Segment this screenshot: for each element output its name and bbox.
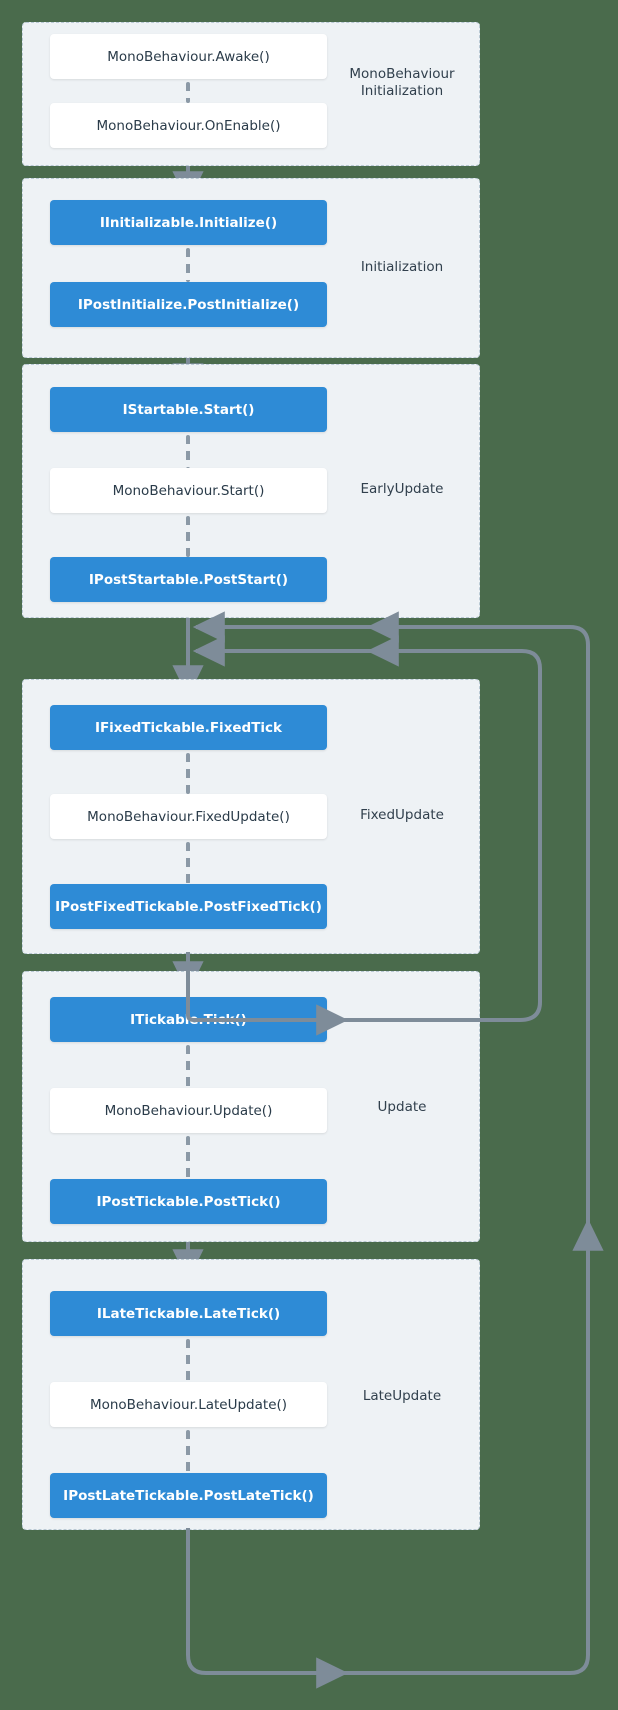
connector-mblateupdate-to-postlatetick <box>186 1430 190 1473</box>
node-mb-start[interactable]: MonoBehaviour.Start() <box>50 468 327 513</box>
node-mb-update[interactable]: MonoBehaviour.Update() <box>50 1088 327 1133</box>
label-line-1: LateUpdate <box>362 1388 442 1404</box>
node-ipoststartable-poststart[interactable]: IPostStartable.PostStart() <box>50 557 327 602</box>
node-ipostfixedtickable-postfixedtick[interactable]: IPostFixedTickable.PostFixedTick() <box>50 884 327 929</box>
group-label-earlyupdate: EarlyUpdate <box>338 481 466 498</box>
group-label-lateupdate: LateUpdate <box>338 1388 466 1405</box>
label-line-1: Initialization <box>360 259 444 275</box>
connector-fixedtick-to-mbfixedupdate <box>186 753 190 794</box>
node-label: IPostTickable.PostTick() <box>96 1193 281 1210</box>
node-label: IStartable.Start() <box>122 401 255 418</box>
node-ipostlatetickable-postlatetick[interactable]: IPostLateTickable.PostLateTick() <box>50 1473 327 1518</box>
node-mb-awake[interactable]: MonoBehaviour.Awake() <box>50 34 327 79</box>
connector-istart-to-mbstart <box>186 435 190 468</box>
group-label-fixedupdate: FixedUpdate <box>338 807 466 824</box>
connector-mbfixedupdate-to-postfixedtick <box>186 842 190 884</box>
node-label: IPostStartable.PostStart() <box>88 571 289 588</box>
label-line-1: Update <box>377 1099 427 1115</box>
node-iinitializable-initialize[interactable]: IInitializable.Initialize() <box>50 200 327 245</box>
node-label: ILateTickable.LateTick() <box>96 1305 281 1322</box>
node-iposttickable-posttick[interactable]: IPostTickable.PostTick() <box>50 1179 327 1224</box>
connector-awake-to-onenable <box>186 82 190 103</box>
node-label: IPostLateTickable.PostLateTick() <box>63 1487 314 1504</box>
node-label: IPostFixedTickable.PostFixedTick() <box>55 898 322 915</box>
connector-latetick-to-mblateupdate <box>186 1339 190 1382</box>
node-label: MonoBehaviour.Start() <box>112 482 265 499</box>
node-label: IFixedTickable.FixedTick <box>94 719 283 736</box>
group-label-initialization: Initialization <box>338 259 466 276</box>
connector-mbstart-to-poststart <box>186 516 190 557</box>
node-label: MonoBehaviour.FixedUpdate() <box>87 808 290 825</box>
group-label-update: Update <box>338 1099 466 1116</box>
node-ifixedtickable-fixedtick[interactable]: IFixedTickable.FixedTick <box>50 705 327 750</box>
node-mb-fixedupdate[interactable]: MonoBehaviour.FixedUpdate() <box>50 794 327 839</box>
node-label: ITickable.Tick() <box>130 1011 247 1028</box>
label-line-1: FixedUpdate <box>360 807 444 823</box>
node-istartable-start[interactable]: IStartable.Start() <box>50 387 327 432</box>
node-itickable-tick[interactable]: ITickable.Tick() <box>50 997 327 1042</box>
node-label: IInitializable.Initialize() <box>99 214 278 231</box>
node-mb-lateupdate[interactable]: MonoBehaviour.LateUpdate() <box>50 1382 327 1427</box>
label-line-2: Initialization <box>360 83 444 99</box>
node-label: MonoBehaviour.Update() <box>104 1102 273 1119</box>
node-label: MonoBehaviour.LateUpdate() <box>89 1396 288 1413</box>
node-label: MonoBehaviour.OnEnable() <box>96 117 281 134</box>
connector-tick-to-mbupdate <box>186 1045 190 1088</box>
node-ilatetickable-latetick[interactable]: ILateTickable.LateTick() <box>50 1291 327 1336</box>
node-label: MonoBehaviour.Awake() <box>107 48 270 65</box>
label-line-1: MonoBehaviour <box>349 66 455 82</box>
connector-initialize-to-postinitialize <box>186 248 190 282</box>
node-ipostinitialize-postinitialize[interactable]: IPostInitialize.PostInitialize() <box>50 282 327 327</box>
node-mb-onenable[interactable]: MonoBehaviour.OnEnable() <box>50 103 327 148</box>
node-label: IPostInitialize.PostInitialize() <box>77 296 300 313</box>
label-line-1: EarlyUpdate <box>360 481 444 497</box>
connector-mbupdate-to-posttick <box>186 1136 190 1179</box>
